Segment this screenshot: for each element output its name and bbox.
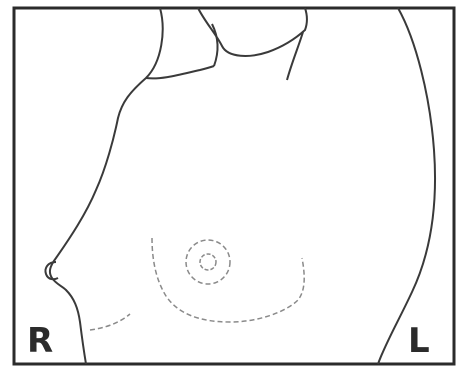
areola-nipple	[200, 254, 216, 270]
areola-outer	[186, 240, 230, 284]
back-contour	[378, 8, 435, 364]
right-side-label: R	[27, 324, 53, 358]
neck-line	[146, 66, 214, 78]
breast-outline-dashed	[152, 238, 304, 322]
diagram-border	[14, 8, 454, 364]
inframammary-fold-right	[90, 314, 130, 330]
shoulder-chest-contour	[50, 8, 163, 364]
left-side-label: L	[408, 324, 430, 358]
